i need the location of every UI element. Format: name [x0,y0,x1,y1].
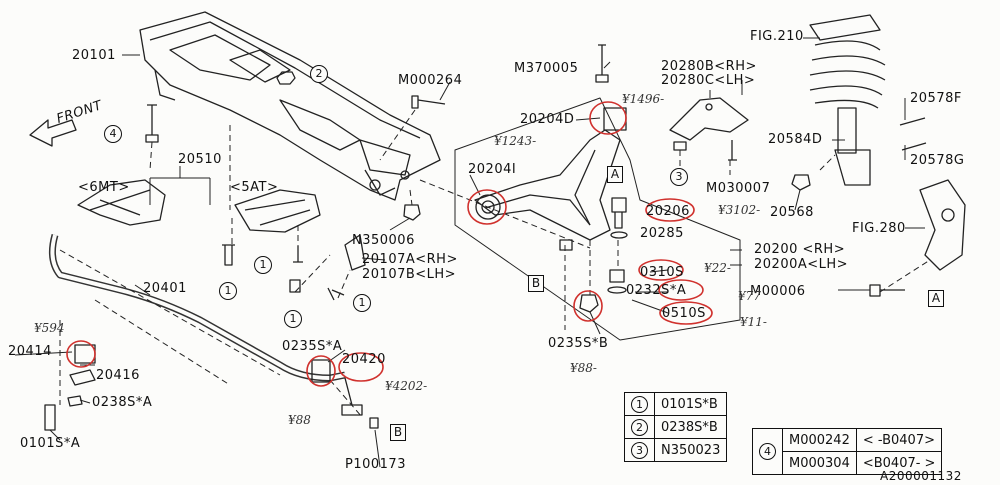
label-0232sa: 0232S*A [626,283,687,298]
bracket-20280-drawing [669,97,749,141]
legend-part: N350023 [653,438,728,462]
legend4-part: M000242 [782,428,857,452]
label-p100173: P100173 [345,457,406,472]
label-20416: 20416 [96,368,140,383]
note-88a: ¥88- [570,361,597,375]
label-20414: 20414 [8,344,52,359]
label-20280b: 20280B<RH> [661,59,757,74]
bolt-drawings [145,44,927,301]
label-20204i: 20204I [468,162,517,177]
bushing-drawing [74,344,96,364]
label-crossmember: 20101 [72,48,116,63]
label-20204d: 20204D [520,112,575,127]
label-m370005: M370005 [514,61,579,76]
label-20200a: 20200A<LH> [754,257,849,272]
label-20107b: 20107B<LH> [362,267,457,282]
legend4-range: <B0407- > [855,451,943,475]
ref-box-b-link: B [390,424,406,441]
label-0238sa: 0238S*A [92,395,153,410]
label-m000264: M000264 [398,73,463,88]
note-1243: ¥1243- [494,134,537,148]
legend-table-4: 4 M000242 < -B0407> M000304 <B0407- > [752,428,943,475]
label-5at: <5AT> [230,180,279,195]
callout-1a: 1 [254,256,272,274]
legend-table: 1 0101S*B 2 0238S*B 3 N350023 [624,392,728,462]
note-4202: ¥4202- [385,379,428,393]
callout-1b: 1 [219,282,237,300]
label-bracket: 20510 [178,152,222,167]
label-0235sb: 0235S*B [548,336,609,351]
legend-num: 3 [631,441,648,459]
strut-drawing [809,14,886,186]
note-11: ¥11- [740,315,767,329]
label-20107a: 20107A<RH> [362,252,458,267]
note-88b: ¥88 [288,413,311,427]
front-arrow-drawing [29,119,77,147]
label-6mt: <6MT> [78,180,130,195]
label-20578g: 20578G [910,153,965,168]
label-20584d: 20584D [768,132,823,147]
label-m030007: M030007 [706,181,771,196]
legend-num: 1 [631,395,648,413]
legend4-part: M000304 [782,451,857,475]
group-outline [454,97,741,341]
note-594: ¥594 [34,321,65,335]
callout-1d: 1 [353,294,371,312]
callout-1c: 1 [284,310,302,328]
label-fig280: FIG.280 [852,221,906,236]
legend-part: 0238S*B [653,415,728,439]
label-0235sa: 0235S*A [282,339,343,354]
ref-box-a-knuckle: A [928,290,944,307]
link-drawing [344,234,366,271]
red-markup-circles [66,101,713,387]
callout-2: 2 [310,65,328,83]
bracket-drawings [77,179,321,233]
label-20285: 20285 [640,226,684,241]
label-20200: 20200 <RH> [754,242,846,257]
callout-4: 4 [104,125,122,143]
legend4-num: 4 [759,443,776,460]
ref-box-a-top: A [607,166,623,183]
label-stabilizer: 20401 [143,281,187,296]
label-0101sa: 0101S*A [20,436,81,451]
legend4-range: < -B0407> [855,428,943,452]
note-1496: ¥1496- [622,92,665,106]
note-77: ¥77 [738,289,761,303]
legend-part: 0101S*B [653,392,728,416]
knuckle-drawing [919,179,966,271]
note-22: ¥22- [704,261,731,275]
label-20206: 20206 [646,204,690,219]
label-0510s: 0510S [662,306,706,321]
label-20568: 20568 [770,205,814,220]
callout-3: 3 [670,168,688,186]
label-fig210: FIG.210 [750,29,804,44]
ref-box-b-arm: B [528,275,544,292]
crossmember-drawing [139,11,441,201]
control-arm-drawing [474,107,627,251]
label-20578f: 20578F [910,91,962,106]
label-m00006: M00006 [750,284,806,299]
label-20420: 20420 [342,352,386,367]
label-20280c: 20280C<LH> [661,73,756,88]
label-0310s: 0310S [640,265,684,280]
legend-num: 2 [631,418,648,436]
note-3102: ¥3102- [718,203,761,217]
stabilizer-bar-outline [48,234,346,382]
label-n350006: N350006 [352,233,415,248]
